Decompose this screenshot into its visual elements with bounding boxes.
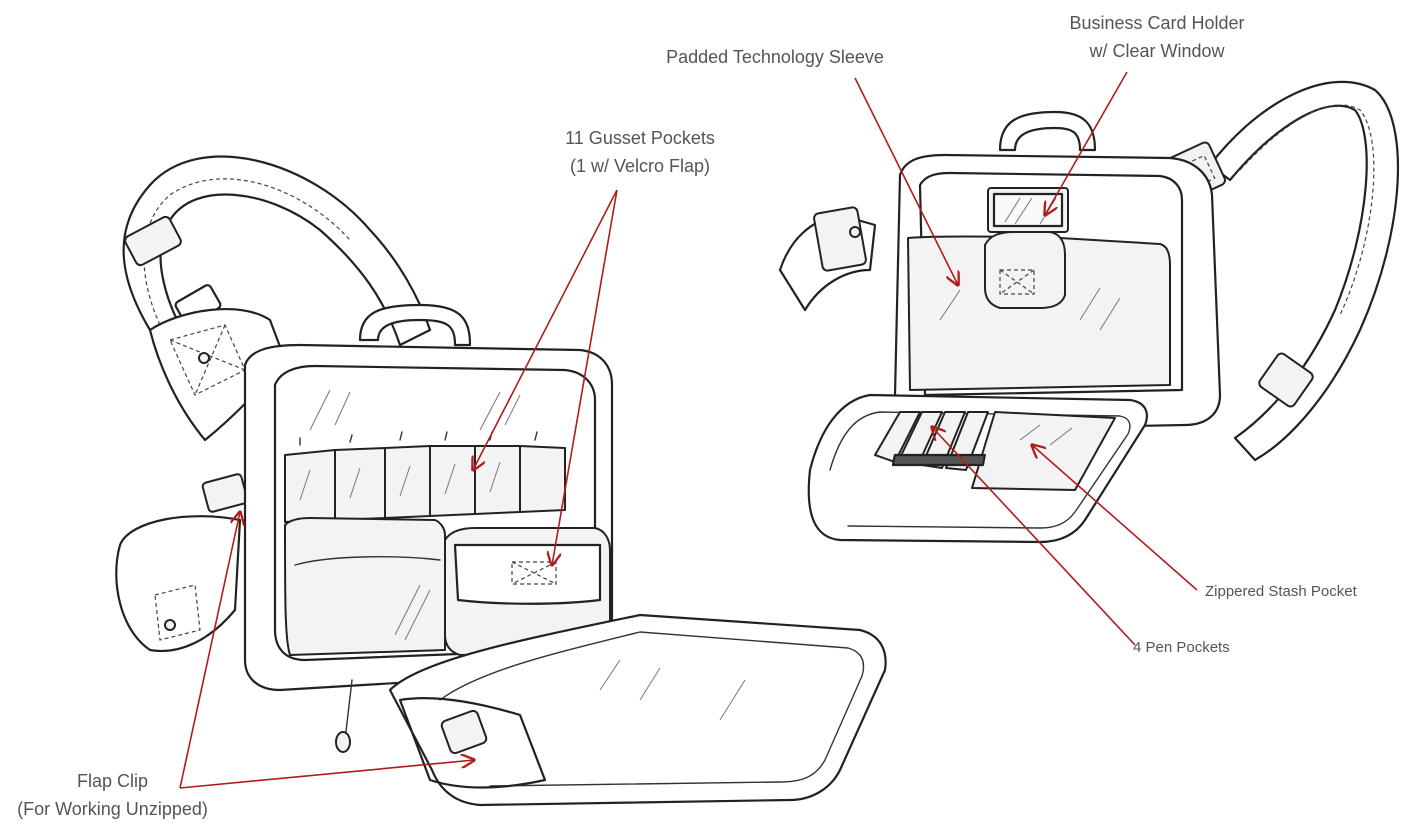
label-flap-clip-line1: Flap Clip bbox=[76, 771, 149, 791]
label-business-card-line2: w/ Clear Window bbox=[1089, 41, 1225, 61]
left-strap-buckle bbox=[124, 215, 182, 267]
label-zippered-stash-text: Zippered Stash Pocket bbox=[1205, 583, 1357, 600]
lower-left-pocket bbox=[284, 517, 446, 656]
leader-business-card bbox=[1045, 71, 1128, 215]
right-bag-handle bbox=[998, 110, 1097, 152]
right-bag-strap bbox=[1208, 80, 1399, 462]
label-pen-pockets: 4 Pen Pockets bbox=[1133, 634, 1230, 662]
label-gusset-line1: 11 Gusset Pockets bbox=[565, 128, 715, 148]
right-bag bbox=[778, 80, 1399, 544]
side-flap-clip bbox=[201, 473, 249, 513]
leader-flap-clip-1 bbox=[179, 512, 240, 789]
leader-gusset-1 bbox=[473, 189, 618, 470]
left-bag-handle bbox=[358, 303, 472, 347]
label-gusset-pockets: 11 Gusset Pockets (1 w/ Velcro Flap) bbox=[530, 124, 750, 180]
leader-pen-pockets bbox=[932, 427, 1136, 646]
gusset-pocket-row bbox=[284, 431, 566, 523]
left-bag bbox=[115, 155, 887, 807]
left-bag-open-flap bbox=[388, 613, 887, 807]
leader-flap-clip-2 bbox=[179, 760, 474, 789]
label-zippered-stash-pocket: Zippered Stash Pocket bbox=[1205, 578, 1357, 606]
leader-padded-sleeve bbox=[854, 77, 958, 285]
label-flap-clip: Flap Clip (For Working Unzipped) bbox=[0, 767, 225, 823]
leader-lines bbox=[179, 71, 1198, 789]
label-business-card-holder: Business Card Holder w/ Clear Window bbox=[1042, 9, 1272, 65]
label-padded-technology-sleeve: Padded Technology Sleeve bbox=[650, 43, 900, 71]
label-gusset-line2: (1 w/ Velcro Flap) bbox=[569, 156, 711, 176]
label-pen-pockets-text: 4 Pen Pockets bbox=[1133, 639, 1230, 656]
label-flap-clip-line2: (For Working Unzipped) bbox=[17, 799, 208, 819]
leader-zippered-stash bbox=[1032, 445, 1198, 591]
label-business-card-line1: Business Card Holder bbox=[1069, 13, 1245, 33]
flap-clip-buckle bbox=[440, 709, 488, 755]
left-waist-belt bbox=[115, 515, 242, 652]
label-padded-sleeve-text: Padded Technology Sleeve bbox=[666, 47, 884, 67]
leader-gusset-2 bbox=[552, 189, 618, 565]
